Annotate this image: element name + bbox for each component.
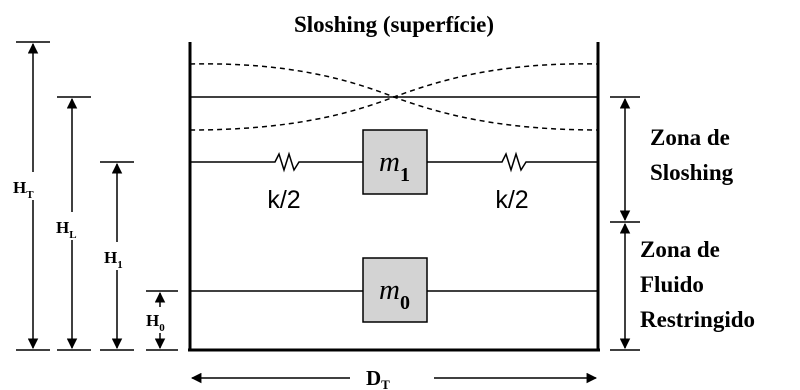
height-dimensions: HT HL H1 H0 — [8, 41, 178, 351]
free-surface — [189, 63, 599, 131]
zone-dimensions: Zona de Sloshing Zona de Fluido Restring… — [610, 96, 755, 351]
h0-label: H0 — [146, 311, 165, 334]
left-spring-label: k/2 — [267, 186, 300, 214]
right-spring — [427, 151, 598, 173]
diameter-dimension: DT — [190, 362, 598, 390]
left-spring — [190, 151, 363, 173]
right-spring-label: k/2 — [495, 186, 528, 214]
h1-label: H1 — [104, 248, 123, 271]
dt-label: DT — [366, 366, 390, 390]
mass-m0-box — [362, 257, 428, 323]
sloshing-mass-system: m1 k/2 k/2 — [190, 129, 598, 214]
rigid-zone-label: Zona de Fluido Restringido — [640, 237, 755, 332]
slosh-wave-up-right — [189, 63, 599, 131]
mass-m1-box — [362, 129, 428, 195]
mass-m0-label: m0 — [379, 274, 410, 314]
mass-m1-label: m1 — [379, 146, 410, 186]
rigid-mass-system: m0 — [190, 257, 598, 323]
sloshing-zone-label: Zona de Sloshing — [650, 125, 736, 185]
ht-label: HT — [13, 178, 34, 201]
tank — [188, 42, 600, 352]
diagram-title: Sloshing (superfície) — [294, 12, 494, 37]
hl-label: HL — [56, 218, 77, 241]
